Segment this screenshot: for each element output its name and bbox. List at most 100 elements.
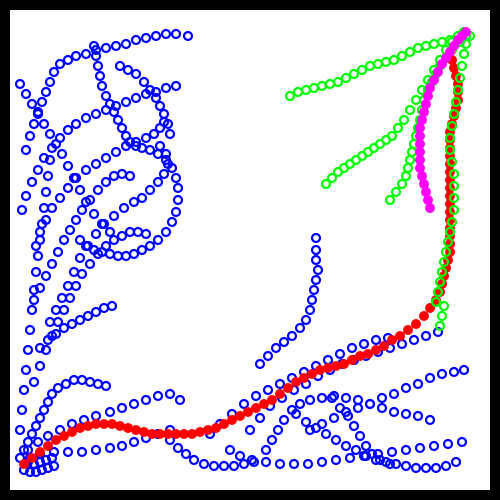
- point-0-289: [262, 350, 274, 362]
- point-0-48: [26, 304, 38, 316]
- point-0-178: [20, 88, 32, 100]
- point-1-3: [43, 441, 53, 451]
- point-0-184: [56, 148, 68, 160]
- point-2-48: [396, 178, 408, 190]
- point-1-32: [275, 389, 285, 399]
- point-2-74: [444, 226, 456, 238]
- point-0-33: [62, 446, 74, 458]
- point-2-92: [434, 320, 446, 332]
- point-0-355: [400, 382, 412, 394]
- point-0-208: [160, 154, 172, 166]
- point-0-18: [42, 430, 54, 442]
- point-0-11: [68, 374, 80, 386]
- point-0-318: [412, 410, 424, 422]
- point-0-82: [90, 306, 102, 318]
- point-1-25: [219, 419, 229, 429]
- point-0-220: [120, 250, 132, 262]
- point-0-290: [270, 342, 282, 354]
- point-0-140: [38, 152, 50, 164]
- point-0-233: [154, 100, 166, 112]
- point-1-46: [387, 335, 397, 345]
- point-2-88: [456, 60, 468, 72]
- point-0-74: [140, 228, 152, 240]
- point-0-146: [90, 108, 102, 120]
- point-0-67: [84, 258, 96, 270]
- point-0-216: [152, 234, 164, 246]
- point-0-379: [40, 454, 52, 466]
- point-0-315: [376, 402, 388, 414]
- point-0-228: [122, 64, 134, 76]
- point-2-14: [396, 50, 408, 62]
- point-0-322: [180, 448, 192, 460]
- point-0-179: [26, 98, 38, 110]
- point-0-166: [80, 48, 92, 60]
- point-0-328: [238, 458, 250, 470]
- point-0-100: [158, 168, 170, 180]
- point-0-137: [20, 190, 32, 202]
- point-0-344: [430, 462, 442, 474]
- point-2-70: [436, 266, 448, 278]
- point-0-330: [290, 408, 302, 420]
- point-2-47: [390, 186, 402, 198]
- point-0-303: [260, 444, 272, 456]
- point-0-108: [52, 246, 64, 258]
- point-0-49: [28, 284, 40, 296]
- point-1-44: [371, 345, 381, 355]
- point-0-346: [450, 456, 462, 468]
- point-0-284: [396, 338, 408, 350]
- point-0-301: [310, 244, 322, 256]
- point-1-47: [395, 331, 405, 341]
- point-2-93: [436, 310, 448, 322]
- point-2-72: [440, 246, 452, 258]
- point-0-148: [110, 100, 122, 112]
- point-0-354: [388, 388, 400, 400]
- point-2-78: [448, 180, 460, 192]
- point-0-160: [40, 86, 52, 98]
- point-2-36: [398, 114, 410, 126]
- point-0-95: [118, 202, 130, 214]
- point-0-99: [152, 176, 164, 188]
- point-0-311: [328, 390, 340, 402]
- point-0-186: [68, 172, 80, 184]
- point-0-229: [130, 68, 142, 80]
- point-0-89: [68, 266, 80, 278]
- point-2-51: [404, 154, 416, 166]
- point-0-334: [330, 434, 342, 446]
- point-0-117: [116, 168, 128, 180]
- point-2-86: [452, 84, 464, 96]
- point-0-287: [432, 326, 444, 338]
- point-0-352: [364, 398, 376, 410]
- point-0-152: [150, 86, 162, 98]
- point-2-80: [446, 156, 458, 168]
- point-0-183: [50, 138, 62, 150]
- point-0-80: [74, 314, 86, 326]
- point-0-188: [80, 196, 92, 208]
- point-0-119: [30, 240, 42, 252]
- point-0-296: [306, 294, 318, 306]
- point-0-241: [274, 458, 286, 470]
- point-0-240: [260, 456, 272, 468]
- point-0-239: [246, 454, 258, 466]
- point-0-42: [14, 424, 26, 436]
- point-0-173: [150, 30, 162, 42]
- point-0-298: [310, 274, 322, 286]
- point-0-96: [128, 196, 140, 208]
- point-0-325: [208, 460, 220, 472]
- point-0-253: [442, 438, 454, 450]
- plot-canvas: [10, 10, 490, 490]
- point-0-317: [400, 408, 412, 420]
- point-0-200: [112, 114, 124, 126]
- point-0-245: [330, 454, 342, 466]
- point-0-194: [92, 60, 104, 72]
- point-0-293: [294, 322, 306, 334]
- point-0-378: [34, 456, 46, 468]
- point-1-49: [411, 319, 421, 329]
- point-0-66: [76, 268, 88, 280]
- point-0-297: [308, 284, 320, 296]
- point-2-69: [434, 276, 446, 288]
- point-0-217: [144, 240, 156, 252]
- scatter-plot: [14, 26, 476, 478]
- point-2-18: [428, 38, 440, 50]
- point-0-129: [110, 146, 122, 158]
